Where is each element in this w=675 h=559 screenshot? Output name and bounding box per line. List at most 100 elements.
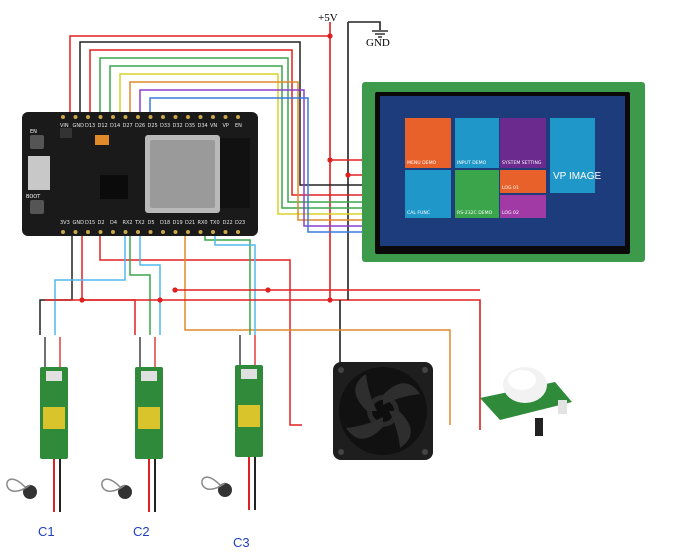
- current-sensor-transformer: [138, 407, 160, 429]
- esp32-pin-label: GND: [73, 123, 85, 129]
- esp32-pin-label: D21: [185, 220, 195, 226]
- current-sensor-connector: [241, 369, 257, 379]
- esp32-pin-hole: [173, 230, 178, 234]
- current-sensor-connector: [141, 371, 157, 381]
- en-button-label: EN: [30, 129, 37, 135]
- esp32-pin-label: D26: [135, 123, 145, 129]
- esp32-pin-label: TX2: [134, 220, 145, 226]
- display-tile-label: MENU DEMO: [407, 160, 437, 166]
- display-tile[interactable]: [455, 118, 499, 168]
- clamp-wire: [101, 478, 126, 492]
- esp32-pin-label: D2: [98, 220, 105, 226]
- esp32-pin-hole: [73, 115, 78, 119]
- esp32-pin-label: GND: [73, 220, 85, 226]
- display-tile-label: LOG 02: [502, 210, 519, 216]
- display-module: MENU DEMO INPUT DEMO SYSTEM SETTING VP IMAG…: [362, 82, 645, 262]
- esp32-pin-label: D27: [123, 123, 133, 129]
- display-tile[interactable]: [455, 170, 499, 218]
- esp32-pin-label: RX0: [198, 220, 208, 226]
- esp32-pin-hole: [236, 115, 240, 119]
- en-button[interactable]: [30, 135, 44, 149]
- esp32-pin-hole: [211, 230, 215, 234]
- esp32-pin-label: VN: [210, 123, 217, 129]
- esp32-pin-hole: [61, 230, 65, 234]
- esp32-pin-hole: [86, 115, 90, 119]
- esp32-pin-hole: [73, 230, 78, 234]
- esp32-pin-label: D34: [198, 123, 208, 129]
- esp32-pin-hole: [223, 230, 228, 234]
- top-signal-wires: [69, 35, 362, 233]
- esp32-pin-hole: [198, 230, 203, 234]
- esp32-pin-hole: [186, 115, 190, 119]
- esp32-pin-label: D12: [98, 123, 108, 129]
- esp32-pin-hole: [148, 115, 153, 119]
- esp32-pin-hole: [61, 115, 65, 119]
- esp32-pin-label: D14: [110, 123, 120, 129]
- display-tile[interactable]: [405, 118, 451, 168]
- esp32-pin-label: D5: [148, 220, 155, 226]
- esp32-pin-hole: [161, 230, 165, 234]
- display-tile[interactable]: [500, 170, 546, 193]
- esp32-pin-hole: [136, 115, 140, 119]
- display-tile-label: RS-232C DEMO: [457, 210, 493, 216]
- esp32-pin-label: VP: [223, 123, 229, 129]
- esp32-pin-label: RX2: [123, 220, 133, 226]
- esp32-pin-label: VIN: [60, 123, 69, 129]
- current-sensor-transformer: [43, 407, 65, 429]
- current-clamp: [218, 483, 232, 497]
- sensor-label: C1: [38, 524, 55, 539]
- display-tile[interactable]: [405, 170, 451, 218]
- display-tile-label: SYSTEM SETTING: [502, 160, 542, 166]
- esp32-pin-hole: [86, 230, 90, 234]
- bottom-signal-wires: [39, 230, 480, 426]
- esp32-pin-hole: [111, 230, 115, 234]
- esp32-pin-hole: [223, 115, 228, 119]
- esp32-pin-label: D25: [148, 123, 158, 129]
- esp32-pin-label: D15: [85, 220, 95, 226]
- esp32-pin-hole: [111, 115, 115, 119]
- cooling-fan: [333, 362, 433, 460]
- esp32-pin-label: D23: [235, 220, 245, 226]
- esp32-pin-label: D19: [173, 220, 183, 226]
- esp32-pin-label: D4: [110, 220, 117, 226]
- current-clamp: [23, 485, 37, 499]
- display-tile-label: CAL FUNC: [407, 210, 430, 216]
- current-sensor-transformer: [238, 405, 260, 427]
- esp32-pin-label: D32: [173, 123, 183, 129]
- ground-symbol: [372, 30, 388, 38]
- junction-dots: [79, 33, 351, 303]
- esp32-pin-hole: [123, 115, 128, 119]
- esp32-pin-label: D22: [223, 220, 233, 226]
- esp32-pin-hole: [211, 115, 215, 119]
- esp32-pin-hole: [98, 115, 103, 119]
- esp32-pin-label: 3V3: [60, 220, 70, 226]
- esp32-pin-hole: [236, 230, 240, 234]
- current-sensor-connector: [46, 371, 62, 381]
- esp32-pin-hole: [161, 115, 165, 119]
- display-tile-label: INPUT DEMO: [457, 160, 487, 166]
- esp32-pin-hole: [123, 230, 128, 234]
- display-tile[interactable]: [550, 118, 595, 193]
- esp32-pin-label: EN: [235, 123, 242, 129]
- esp32-pin-hole: [148, 230, 153, 234]
- esp32-pin-hole: [173, 115, 178, 119]
- esp32-pin-label: D33: [160, 123, 170, 129]
- display-tile-grid: MENU DEMO INPUT DEMO SYSTEM SETTING VP IMAG…: [405, 118, 601, 218]
- esp32-pin-hole: [98, 230, 103, 234]
- esp32-pin-hole: [186, 230, 190, 234]
- display-tile[interactable]: [500, 195, 546, 218]
- clamp-wire: [201, 476, 226, 490]
- display-tile-label: VP IMAGE: [553, 171, 601, 182]
- esp32-pin-hole: [198, 115, 203, 119]
- display-tile-label: LOG 01: [502, 185, 519, 191]
- boot-button-label: BOOT: [26, 194, 41, 200]
- sensor-label: C3: [233, 535, 250, 550]
- vcc-label: +5V: [318, 12, 338, 24]
- esp32-pin-label: D18: [160, 220, 170, 226]
- boot-button[interactable]: [30, 200, 44, 214]
- display-tile[interactable]: [500, 118, 546, 168]
